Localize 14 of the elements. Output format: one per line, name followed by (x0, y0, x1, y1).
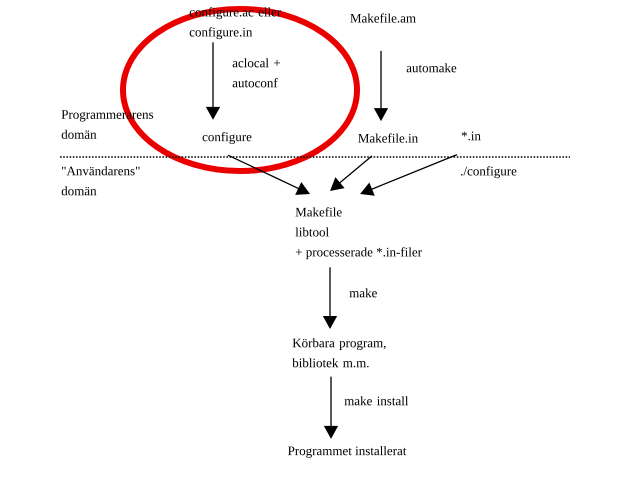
file-label: *.in (462, 132, 481, 140)
file-label: Programmet installerat (288, 446, 406, 458)
file-label: configure (202, 132, 252, 144)
arrow (330, 155, 372, 191)
annotation-text: ./configure (461, 166, 516, 178)
edge-label: make install (344, 396, 408, 406)
annotation-text: "Användarens" domän (62, 166, 140, 196)
edge-label: automake (406, 63, 456, 72)
file-label: Makefile.in (358, 133, 418, 143)
edge-label: make (349, 288, 377, 298)
edge-label: aclocal + autoconf (232, 58, 280, 88)
file-label: Körbara program, bibliotek m.m. (292, 338, 386, 368)
file-label: Makefile.am (350, 13, 416, 23)
file-label: Makefile libtool + processerade *.in-filer (295, 207, 422, 260)
